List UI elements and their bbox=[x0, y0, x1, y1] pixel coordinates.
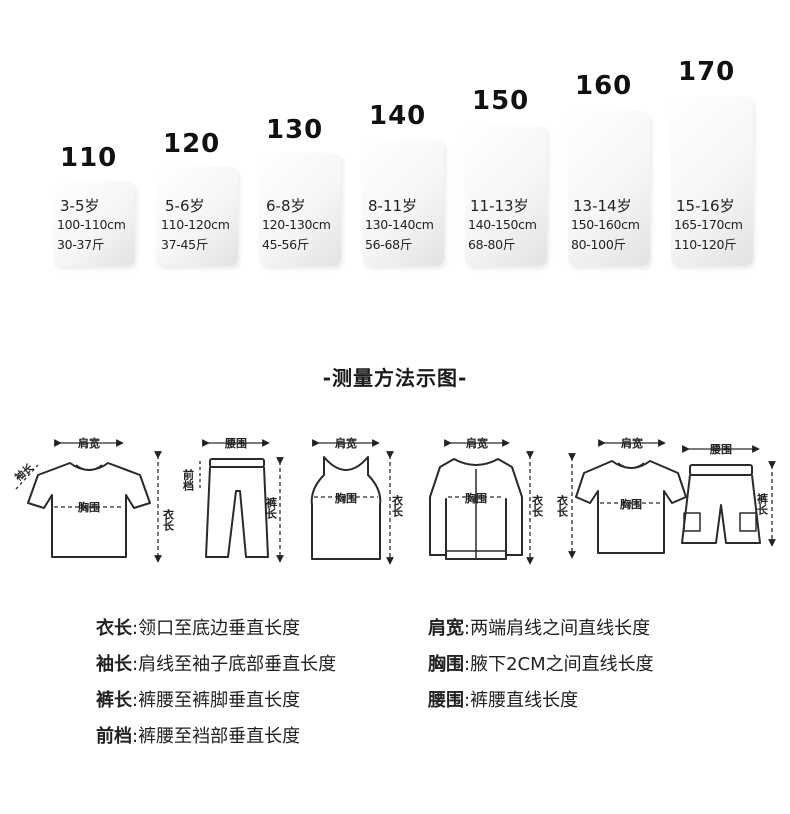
definition-desc: :领口至底边垂直长度 bbox=[132, 618, 301, 639]
size-number: 140 bbox=[369, 101, 427, 131]
weight-range: 80-100斤 bbox=[571, 237, 626, 252]
shoulder-label-3: 肩宽 bbox=[466, 436, 488, 450]
age-range: 5-6岁 bbox=[165, 197, 205, 215]
definition-item: 袖长:肩线至袖子底部垂直长度 bbox=[96, 650, 336, 676]
chest-label-1: 胸围 bbox=[78, 500, 100, 514]
definition-term: 袖长 bbox=[96, 654, 132, 675]
definition-item: 腰围:裤腰直线长度 bbox=[428, 686, 578, 712]
size-card-160 bbox=[568, 111, 650, 266]
definition-desc: :裤腰直线长度 bbox=[464, 690, 579, 711]
height-range: 120-130cm bbox=[262, 217, 331, 232]
definition-term: 衣长 bbox=[96, 618, 132, 639]
weight-range: 68-80斤 bbox=[468, 237, 516, 252]
section-title: -测量方法示图- bbox=[322, 366, 468, 390]
weight-range: 110-120斤 bbox=[674, 237, 737, 252]
size-number: 170 bbox=[678, 57, 736, 87]
pants-length-label-1: 裤长 bbox=[265, 496, 279, 520]
rise-label: 前档 bbox=[182, 468, 195, 492]
size-number: 120 bbox=[163, 129, 221, 159]
height-range: 100-110cm bbox=[57, 217, 126, 232]
definition-item: 胸围:腋下2CM之间直线长度 bbox=[428, 650, 654, 676]
definition-item: 前档:裤腰至裆部垂直长度 bbox=[96, 722, 300, 748]
age-range: 6-8岁 bbox=[266, 197, 306, 215]
jacket-figure bbox=[429, 439, 534, 565]
definition-item: 衣长:领口至底边垂直长度 bbox=[96, 614, 300, 640]
definition-term: 裤长 bbox=[96, 690, 132, 711]
size-card-150 bbox=[465, 125, 547, 266]
length-label-4: 衣长 bbox=[556, 494, 569, 518]
size-card-120 bbox=[156, 167, 238, 266]
shoulder-label-4: 肩宽 bbox=[621, 436, 643, 450]
definition-desc: :肩线至袖子底部垂直长度 bbox=[132, 654, 337, 675]
chest-label-3: 胸围 bbox=[465, 491, 487, 505]
height-range: 150-160cm bbox=[571, 217, 640, 232]
definition-item: 肩宽:两端肩线之间直线长度 bbox=[428, 614, 650, 640]
size-number: 110 bbox=[60, 143, 118, 173]
definition-desc: :裤腰至裆部垂直长度 bbox=[132, 726, 301, 747]
definition-desc: :两端肩线之间直线长度 bbox=[464, 618, 651, 639]
definition-term: 前档 bbox=[96, 726, 132, 747]
definition-term: 肩宽 bbox=[428, 618, 464, 639]
definition-term: 胸围 bbox=[428, 654, 464, 675]
chest-label-2: 胸围 bbox=[335, 491, 357, 505]
height-range: 110-120cm bbox=[161, 217, 230, 232]
definition-desc: :裤腰至裤脚垂直长度 bbox=[132, 690, 301, 711]
length-label-3: 衣长 bbox=[531, 494, 544, 518]
height-range: 140-150cm bbox=[468, 217, 537, 232]
size-card-170 bbox=[671, 97, 753, 266]
tshirt-figure bbox=[15, 439, 162, 563]
tanktop-figure bbox=[310, 439, 394, 565]
size-number: 130 bbox=[266, 115, 324, 145]
size-card-140 bbox=[362, 139, 444, 266]
age-range: 13-14岁 bbox=[573, 197, 632, 215]
waist-label-2: 腰围 bbox=[709, 443, 732, 456]
weight-range: 37-45斤 bbox=[161, 237, 209, 252]
size-number: 150 bbox=[472, 86, 530, 116]
shoulder-label-2: 肩宽 bbox=[335, 436, 357, 450]
age-range: 3-5岁 bbox=[60, 197, 100, 215]
age-range: 8-11岁 bbox=[368, 197, 418, 215]
size-card-110 bbox=[53, 181, 135, 266]
waist-label-1: 腰围 bbox=[224, 437, 247, 450]
shoulder-label-1: 肩宽 bbox=[78, 436, 100, 450]
weight-range: 30-37斤 bbox=[57, 237, 105, 252]
measurement-diagrams: 肩宽 胸围 袖长 衣长 腰围 前档 裤长 肩宽 胸围 衣长 肩宽 胸围 衣长 肩… bbox=[11, 436, 776, 565]
size-number: 160 bbox=[575, 71, 633, 101]
pants-figure bbox=[199, 439, 284, 563]
pants-length-label-2: 裤长 bbox=[756, 492, 770, 516]
height-range: 130-140cm bbox=[365, 217, 434, 232]
length-label-2: 衣长 bbox=[391, 494, 404, 518]
chest-label-4: 胸围 bbox=[620, 497, 642, 511]
weight-range: 56-68斤 bbox=[365, 237, 413, 252]
sleeve-label: 袖长 bbox=[11, 460, 36, 484]
height-range: 165-170cm bbox=[674, 217, 743, 232]
shorts-figure bbox=[681, 445, 776, 547]
set-tshirt-figure bbox=[568, 439, 687, 559]
age-range: 11-13岁 bbox=[470, 197, 529, 215]
weight-range: 45-56斤 bbox=[262, 237, 310, 252]
size-card-130 bbox=[259, 153, 341, 266]
length-label-1: 衣长 bbox=[162, 508, 175, 532]
age-range: 15-16岁 bbox=[676, 197, 735, 215]
definition-item: 裤长:裤腰至裤脚垂直长度 bbox=[96, 686, 300, 712]
definition-desc: :腋下2CM之间直线长度 bbox=[464, 654, 654, 675]
definition-term: 腰围 bbox=[428, 690, 464, 711]
